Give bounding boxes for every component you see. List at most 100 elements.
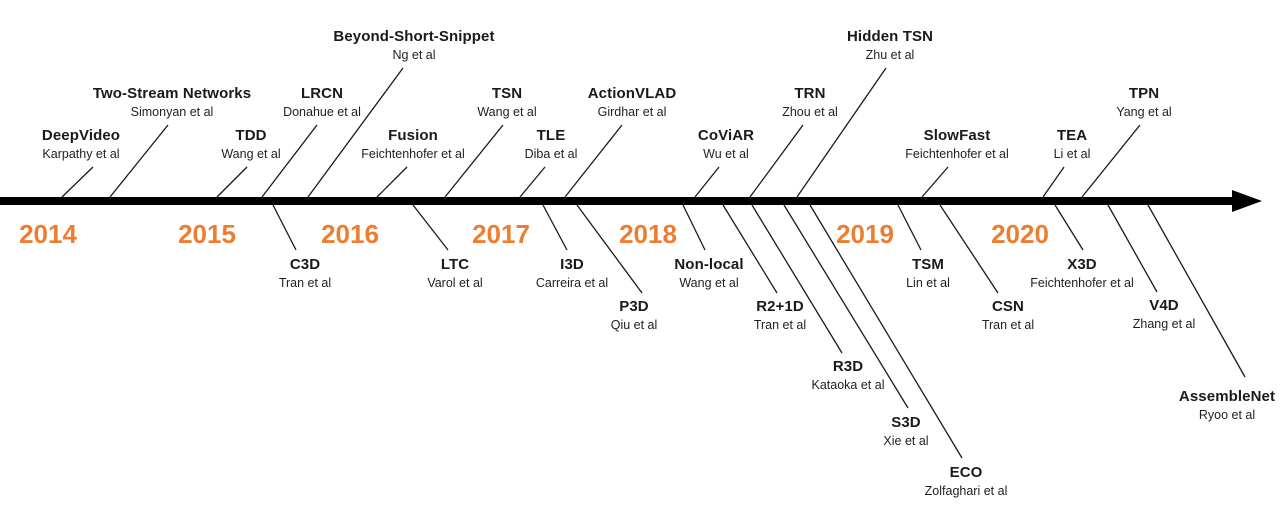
method-author: Wu et al xyxy=(703,146,749,161)
method-author: Karpathy et al xyxy=(42,146,120,161)
method-author: Diba et al xyxy=(524,146,578,161)
connector-lines xyxy=(61,67,1246,459)
connector-line xyxy=(216,166,248,198)
timeline-arrowhead-icon xyxy=(1232,190,1262,212)
method-author: Feichtenhofer et al xyxy=(905,146,1009,161)
method-label-v4d: V4D Zhang et al xyxy=(1133,296,1196,332)
method-name: P3D xyxy=(619,298,649,315)
year-label-2016: 2016 xyxy=(321,219,379,249)
method-author: Simonyan et al xyxy=(130,104,214,119)
method-author: Qiu et al xyxy=(610,317,658,332)
method-name: R3D xyxy=(832,358,864,375)
method-name: TPN xyxy=(1128,85,1160,102)
connector-line xyxy=(261,124,318,198)
method-author: Tran et al xyxy=(981,317,1035,332)
connector-line xyxy=(576,204,643,294)
method-author: Tran et al xyxy=(753,317,807,332)
method-label-csn: CSN Tran et al xyxy=(982,297,1034,333)
method-name: TSM xyxy=(912,256,944,273)
year-label-2014: 2014 xyxy=(19,219,77,249)
method-author: Kataoka et al xyxy=(811,377,885,392)
method-author: Ng et al xyxy=(392,47,436,62)
timeline-axis-bar xyxy=(0,197,1238,205)
method-author: Carreira et al xyxy=(535,275,609,290)
method-name: LTC xyxy=(440,256,470,273)
connector-line xyxy=(564,124,623,198)
method-name: CSN xyxy=(992,298,1024,315)
method-name: Hidden TSN xyxy=(847,28,933,45)
method-name: TSN xyxy=(491,85,523,102)
method-author: Zhang et al xyxy=(1132,316,1196,331)
method-label-tsm: TSM Lin et al xyxy=(906,255,950,291)
method-name: DeepVideo xyxy=(41,127,121,144)
method-author: Tran et al xyxy=(278,275,332,290)
connector-line xyxy=(1147,204,1246,378)
method-author: Zhu et al xyxy=(865,47,915,62)
method-name: TLE xyxy=(536,127,566,144)
method-author: Yang et al xyxy=(1116,104,1172,119)
method-label-tle: TLE Diba et al xyxy=(525,126,578,162)
connector-line xyxy=(796,67,887,198)
connector-line xyxy=(722,204,778,294)
method-name: R2+1D xyxy=(756,298,804,315)
connector-line xyxy=(307,67,404,198)
connector-line xyxy=(519,166,546,198)
year-label-2019: 2019 xyxy=(836,219,894,249)
method-label-tsn: TSN Wang et al xyxy=(477,84,536,120)
year-label-2015: 2015 xyxy=(178,219,236,249)
connector-line xyxy=(444,124,504,198)
connector-line xyxy=(749,124,804,198)
method-label-coviar: CoViAR Wu et al xyxy=(698,126,754,162)
method-name: CoViAR xyxy=(697,127,755,144)
method-name: TEA xyxy=(1056,127,1088,144)
method-label-r2-1d: R2+1D Tran et al xyxy=(754,297,806,333)
method-author: Zhou et al xyxy=(782,104,838,119)
method-name: Beyond-Short-Snippet xyxy=(333,28,495,45)
method-author: Li et al xyxy=(1053,146,1091,161)
connector-line xyxy=(694,166,720,198)
method-name: Fusion xyxy=(388,127,438,144)
connector-line xyxy=(61,166,94,198)
method-author: Feichtenhofer et al xyxy=(1030,275,1134,290)
year-label-2020: 2020 xyxy=(991,219,1049,249)
connector-line xyxy=(921,166,949,198)
connector-line xyxy=(897,204,922,251)
method-label-beyond-short-snippet: Beyond-Short-Snippet Ng et al xyxy=(333,27,494,63)
connector-line xyxy=(412,204,449,251)
method-label-tpn: TPN Yang et al xyxy=(1116,84,1171,120)
method-author: Feichtenhofer et al xyxy=(361,146,465,161)
method-label-hidden-tsn: Hidden TSN Zhu et al xyxy=(847,27,933,63)
connector-line xyxy=(1042,166,1065,198)
method-author: Girdhar et al xyxy=(597,104,667,119)
method-author: Wang et al xyxy=(477,104,537,119)
method-author: Ryoo et al xyxy=(1198,407,1256,422)
connector-line xyxy=(1107,204,1158,293)
connector-line xyxy=(783,204,909,409)
method-author: Lin et al xyxy=(906,275,950,290)
method-name: AssembleNet xyxy=(1178,388,1276,405)
method-name: V4D xyxy=(1149,297,1179,314)
connector-line xyxy=(542,204,568,251)
connector-line xyxy=(272,204,297,251)
connector-line xyxy=(939,204,999,294)
connector-line xyxy=(1054,204,1084,251)
method-author: Wang et al xyxy=(679,275,739,290)
method-name: SlowFast xyxy=(923,127,991,144)
method-name: Two-Stream Networks xyxy=(92,85,252,102)
connector-line xyxy=(376,166,408,198)
year-label-2017: 2017 xyxy=(472,219,530,249)
method-name: LRCN xyxy=(300,85,344,102)
